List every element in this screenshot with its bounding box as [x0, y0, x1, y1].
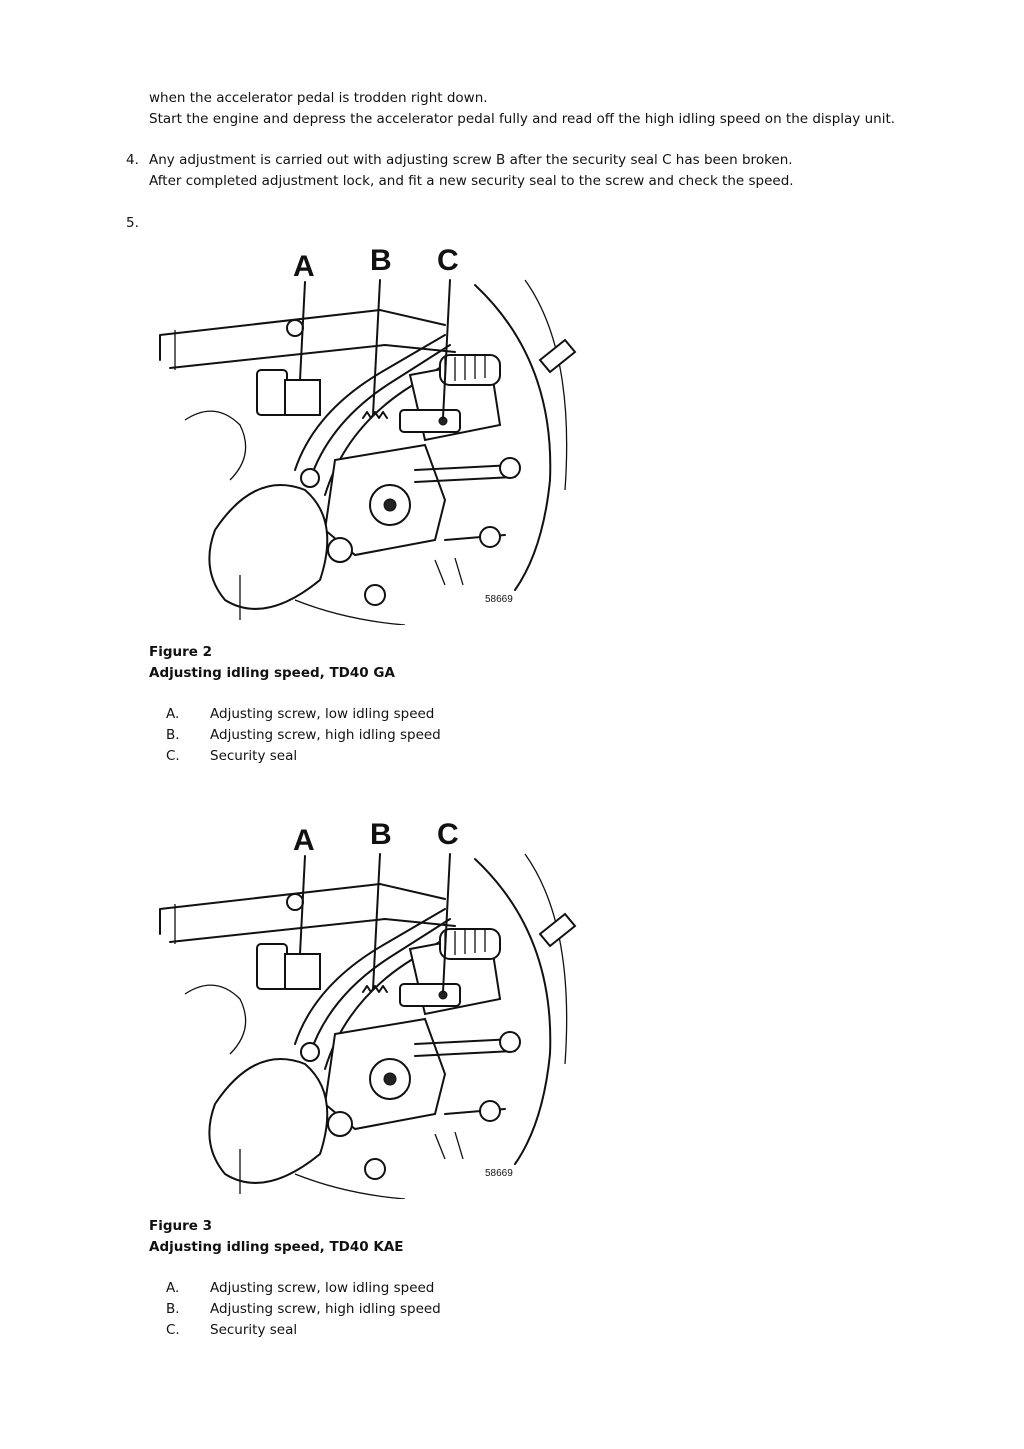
legend-key: C.: [166, 1322, 180, 1338]
drawing-code: 58669: [485, 594, 513, 605]
callout-b: B: [370, 818, 392, 851]
legend-text: Adjusting screw, high idling speed: [210, 1301, 441, 1317]
figure-2-label: Figure 2: [149, 644, 213, 660]
legend-key: C.: [166, 748, 180, 764]
callout-c: C: [437, 818, 459, 851]
figure-3-caption: Adjusting idling speed, TD40 KAE: [149, 1239, 404, 1255]
callout-c: C: [437, 244, 459, 277]
legend-text: Security seal: [210, 1322, 298, 1338]
drawing-code: 58669: [485, 1168, 513, 1179]
intro-line-2: Start the engine and depress the acceler…: [149, 111, 896, 127]
figure-3-label: Figure 3: [149, 1218, 213, 1234]
legend-key: B.: [166, 1301, 180, 1317]
legend-key: B.: [166, 727, 180, 743]
legend-text: Security seal: [210, 748, 298, 764]
legend-text: Adjusting screw, high idling speed: [210, 727, 441, 743]
callout-a: A: [293, 250, 315, 283]
legend-key: A.: [166, 706, 180, 722]
legend-text: Adjusting screw, low idling speed: [210, 706, 435, 722]
step-4-line-1: Any adjustment is carried out with adjus…: [149, 152, 793, 168]
step-5-number: 5.: [126, 215, 139, 231]
figure-2-caption: Adjusting idling speed, TD40 GA: [149, 665, 395, 681]
injection-pump-illustration: A B C 58669: [159, 244, 577, 625]
step-4-number: 4.: [126, 152, 139, 168]
callout-b: B: [370, 244, 392, 277]
legend-key: A.: [166, 1280, 180, 1296]
figure-2-drawing: A B C 58669: [145, 240, 590, 625]
figure-3-drawing: A B C 58669: [145, 814, 590, 1199]
intro-line-1: when the accelerator pedal is trodden ri…: [149, 90, 488, 106]
injection-pump-illustration: A B C 58669: [159, 818, 577, 1199]
step-4-line-2: After completed adjustment lock, and fit…: [149, 173, 794, 189]
legend-text: Adjusting screw, low idling speed: [210, 1280, 435, 1296]
callout-a: A: [293, 824, 315, 857]
